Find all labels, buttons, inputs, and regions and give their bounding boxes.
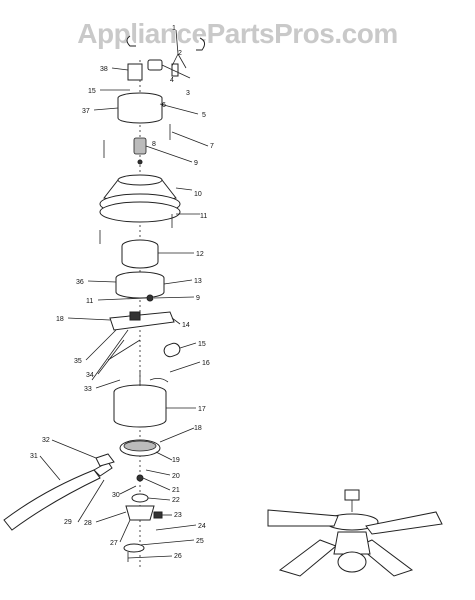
hanger-ball: [147, 59, 163, 71]
callout-9: 9: [194, 160, 198, 167]
callout-27: 27: [110, 540, 118, 547]
callout-15: 15: [198, 341, 206, 348]
flywheel: [119, 439, 161, 457]
assembled-fan-illustration: [267, 489, 443, 577]
switch-cup: [123, 474, 163, 562]
callout-11: 11: [200, 213, 207, 220]
callout-14: 14: [182, 322, 190, 329]
switch-wire: [107, 339, 141, 361]
hanger-rod: [161, 64, 191, 79]
callout-33: 33: [84, 386, 92, 393]
callout-15b: 15: [88, 88, 96, 95]
blade-holder: [95, 453, 115, 467]
fan-blade: [3, 461, 113, 531]
callout-3: 3: [186, 90, 190, 97]
callout-17: 17: [198, 406, 206, 413]
callout-21: 21: [172, 487, 180, 494]
pin: [137, 159, 143, 165]
callout-35: 35: [74, 358, 82, 365]
callout-31: 31: [30, 453, 38, 460]
callout-9b: 9: [196, 295, 200, 302]
callout-16: 16: [202, 360, 210, 367]
callout-29: 29: [64, 519, 72, 526]
callout-18: 18: [194, 425, 202, 432]
callout-30: 30: [112, 492, 120, 499]
callout-38: 38: [100, 66, 108, 73]
callout-8: 8: [152, 141, 156, 148]
trim-ring: [115, 271, 165, 299]
callout-11b: 11: [86, 298, 93, 305]
adapter-ring: [121, 239, 159, 269]
motor-cover: [99, 174, 181, 223]
callout-20: 20: [172, 473, 180, 480]
callout-7: 7: [210, 143, 214, 150]
callout-36: 36: [76, 279, 84, 286]
callout-24: 24: [198, 523, 206, 530]
canopy-bracket: [127, 63, 143, 81]
coupling: [133, 137, 147, 155]
leader-lines: [39, 29, 209, 559]
hook-left: [126, 35, 136, 47]
callout-22: 22: [172, 497, 180, 504]
callout-4: 4: [170, 77, 174, 84]
callout-23: 23: [174, 512, 182, 519]
canopy: [117, 92, 163, 124]
callout-37: 37: [82, 108, 90, 115]
callout-12: 12: [196, 251, 204, 258]
switch-bracket: [109, 294, 175, 331]
callout-13: 13: [194, 278, 202, 285]
callout-25: 25: [196, 538, 204, 545]
callout-2: 2: [178, 50, 182, 57]
capacitor: [163, 342, 181, 358]
motor: [113, 370, 169, 428]
hanger-assembly: [126, 35, 206, 81]
callout-28: 28: [84, 520, 92, 527]
callout-10: 10: [194, 191, 202, 198]
pull-chain: [91, 329, 129, 381]
callout-1: 1: [172, 25, 176, 32]
callout-6: 6: [162, 102, 166, 109]
callout-19: 19: [172, 457, 180, 464]
callout-32: 32: [42, 437, 50, 444]
callout-5: 5: [202, 112, 206, 119]
callout-34: 34: [86, 372, 94, 379]
hook-right: [196, 37, 206, 51]
callout-18b: 18: [56, 316, 64, 323]
callout-labels: 1 2 3 4 5 6 7 8 9 10 11 12 13 9 14 15 16…: [30, 25, 214, 560]
callout-26: 26: [174, 553, 182, 560]
